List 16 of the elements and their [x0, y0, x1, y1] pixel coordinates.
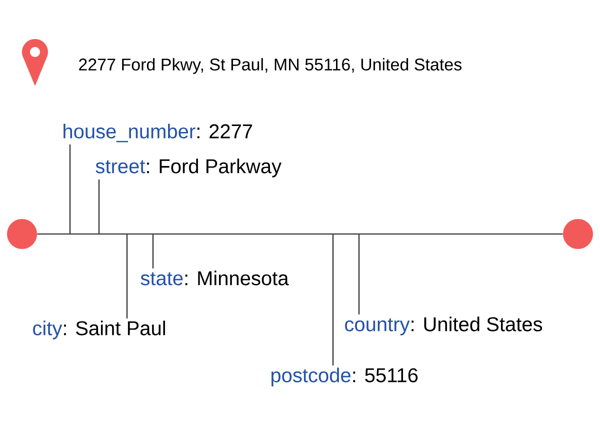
timeline-line — [37, 233, 563, 235]
leader-line — [98, 180, 100, 234]
field-label: postcode: 55116 — [272, 368, 418, 386]
address-text: 2277 Ford Pkwy, St Paul, MN 55116, United States — [79, 58, 462, 74]
field-label: house_number: 2277 — [64, 124, 252, 142]
field-label: city: Saint Paul — [33, 320, 165, 340]
end-dot — [563, 219, 593, 249]
leader-line — [358, 234, 360, 314]
leader-line — [126, 234, 128, 318]
field-label: country: United States — [345, 316, 542, 336]
leader-line — [332, 234, 334, 366]
end-dot — [7, 219, 37, 249]
field-label: street: Ford Parkway — [96, 158, 282, 178]
field-label: state: Minnesota — [140, 270, 289, 286]
leader-line — [152, 234, 154, 268]
leader-line — [69, 144, 71, 234]
